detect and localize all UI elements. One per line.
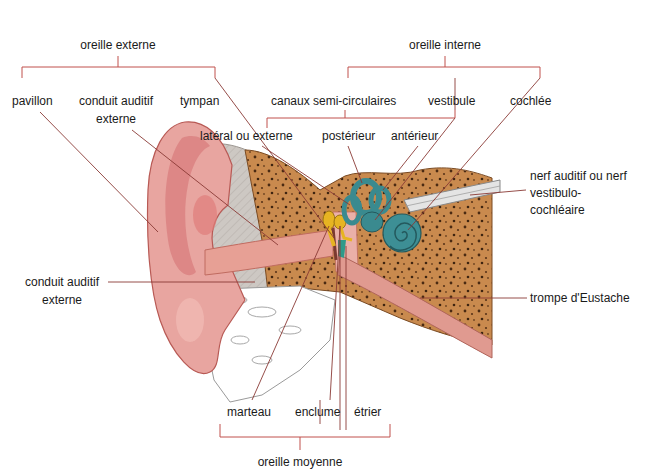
part-label: enclume bbox=[295, 403, 340, 421]
leader-lines bbox=[40, 78, 540, 430]
mastoid-cell bbox=[252, 356, 272, 364]
mastoid-cell bbox=[279, 326, 301, 334]
leader-line bbox=[108, 282, 255, 283]
malleus-handle bbox=[328, 226, 334, 246]
cochlea bbox=[383, 214, 421, 252]
leader-line bbox=[420, 298, 527, 299]
eustachian-tube bbox=[338, 255, 492, 358]
earlobe bbox=[176, 298, 204, 342]
part-label: vestibule bbox=[428, 92, 475, 110]
leader-line bbox=[383, 146, 418, 190]
part-label: cochlée bbox=[510, 92, 551, 110]
nerve-fiber bbox=[406, 186, 500, 206]
mastoid-cell bbox=[231, 336, 249, 344]
leader-line bbox=[252, 226, 329, 400]
leader-line bbox=[330, 226, 340, 430]
leader-line bbox=[346, 246, 347, 430]
leader-line bbox=[348, 146, 362, 183]
part-label: canaux semi-circulaires bbox=[271, 92, 396, 110]
auditory-nerve bbox=[404, 180, 500, 212]
leader-line bbox=[132, 130, 278, 245]
mastoid-cell bbox=[248, 307, 276, 317]
part-label: conduit auditif externe bbox=[68, 92, 164, 128]
bracket-outer-ear bbox=[22, 56, 215, 78]
vestibule bbox=[361, 212, 383, 232]
stapes bbox=[341, 228, 352, 240]
anterior-canal bbox=[371, 188, 389, 212]
part-label: conduit auditif externe bbox=[14, 273, 110, 309]
ear-canal bbox=[205, 230, 333, 275]
part-label: tympan bbox=[180, 92, 219, 110]
leader-line bbox=[262, 146, 350, 205]
part-label: pavillon bbox=[12, 92, 53, 110]
lateral-canal bbox=[344, 197, 360, 223]
leader-line bbox=[40, 112, 158, 232]
brackets bbox=[22, 56, 540, 450]
part-label: antérieur bbox=[391, 127, 438, 145]
part-label: latéral ou externe bbox=[200, 127, 293, 145]
leader-line bbox=[470, 190, 526, 195]
bracket-middle-ear bbox=[220, 424, 390, 450]
part-label: postérieur bbox=[322, 127, 375, 145]
cochlea-spiral bbox=[390, 223, 416, 250]
part-label: oreille externe bbox=[73, 36, 163, 54]
part-label: oreille moyenne bbox=[250, 453, 350, 470]
part-label: marteau bbox=[227, 403, 271, 421]
part-label: trompe d'Eustache bbox=[530, 289, 630, 307]
part-label: nerf auditif ou nerf vestibulo-cochléair… bbox=[530, 168, 630, 219]
bracket-canals bbox=[267, 110, 455, 128]
bracket-inner-ear bbox=[348, 56, 540, 78]
part-label: étrier bbox=[354, 403, 381, 421]
concha bbox=[193, 195, 217, 235]
part-label: oreille interne bbox=[400, 36, 490, 54]
